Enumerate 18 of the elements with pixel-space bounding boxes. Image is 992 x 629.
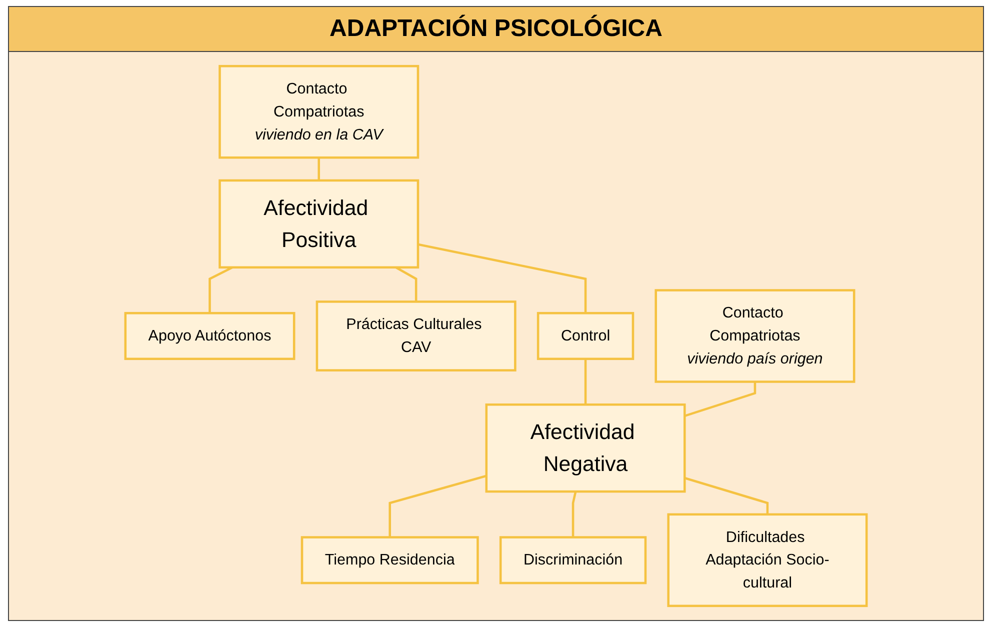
node-box: Dificultades Adaptación Socio-cultural xyxy=(667,513,868,608)
node-box: Tiempo Residencia xyxy=(300,536,479,584)
node-box: Contacto Compatriotas viviendo país origen xyxy=(654,289,856,383)
node-box: Discriminación xyxy=(499,536,647,584)
node-box: Afectividad Positiva xyxy=(218,179,420,269)
connector xyxy=(684,476,769,514)
node-box: Apoyo Autóctonos xyxy=(124,312,296,360)
node-box: Contacto Compatriotas viviendo en la CAV xyxy=(218,64,420,159)
connector xyxy=(318,158,320,180)
title-band: ADAPTACIÓN PSICOLÓGICA xyxy=(9,7,983,52)
connector xyxy=(388,474,487,538)
node-box: Afectividad Negativa xyxy=(485,403,686,493)
connector xyxy=(418,243,587,314)
node-box: Prácticas Culturales CAV xyxy=(316,300,516,372)
connector xyxy=(684,382,756,418)
connector xyxy=(572,491,577,538)
connector xyxy=(584,358,587,405)
node-box: Control xyxy=(536,312,634,360)
